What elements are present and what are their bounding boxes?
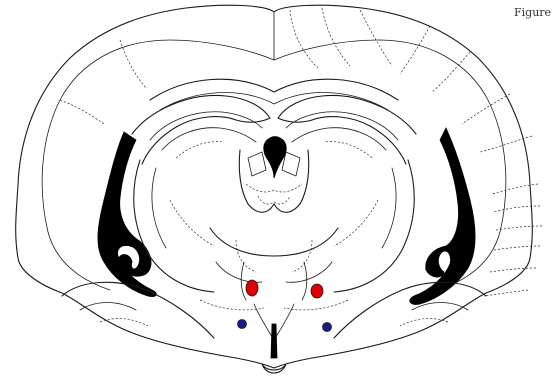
left-blue-marker	[238, 320, 247, 329]
striatum-outlines	[134, 160, 415, 292]
hippocampus-right	[278, 95, 416, 164]
right-red-marker	[311, 284, 323, 298]
figure-label: Figure 4	[514, 6, 553, 19]
midbrain-region	[200, 228, 348, 310]
hippocampus-left	[132, 95, 270, 164]
ventral-midline	[254, 304, 294, 373]
right-blue-marker	[323, 323, 332, 332]
lateral-ventricle-left	[98, 132, 156, 297]
ventral-ventricle-slit	[271, 324, 277, 358]
left-red-marker	[246, 280, 258, 296]
callosum-inner	[160, 93, 388, 110]
third-ventricle	[264, 137, 287, 179]
corpus-callosum	[150, 79, 398, 100]
